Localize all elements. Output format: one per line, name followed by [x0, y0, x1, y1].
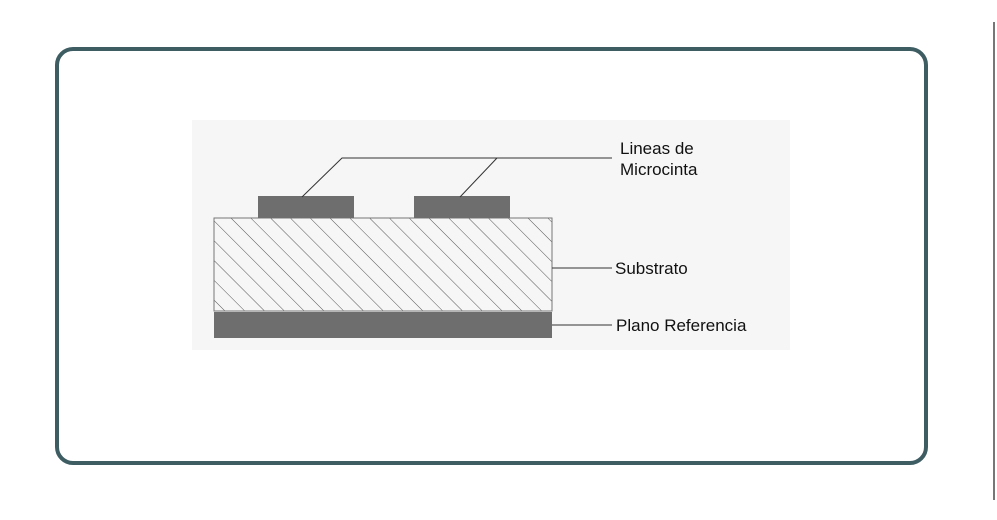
microstrip-line-left — [258, 196, 354, 218]
vertical-divider — [993, 22, 995, 500]
leader-line-microstrip-right — [459, 157, 498, 198]
ground-plane — [214, 312, 552, 338]
label-substrato: Substrato — [615, 259, 688, 278]
microstrip-line-right — [414, 196, 510, 218]
label-plano-referencia: Plano Referencia — [616, 316, 747, 335]
microstrip-cross-section: Lineas de Microcinta Substrato Plano Ref… — [213, 139, 747, 338]
label-lineas-de: Lineas de — [620, 139, 694, 158]
label-microcinta: Microcinta — [620, 160, 698, 179]
substrate-layer — [213, 217, 553, 312]
leader-line-microstrip — [301, 157, 612, 198]
